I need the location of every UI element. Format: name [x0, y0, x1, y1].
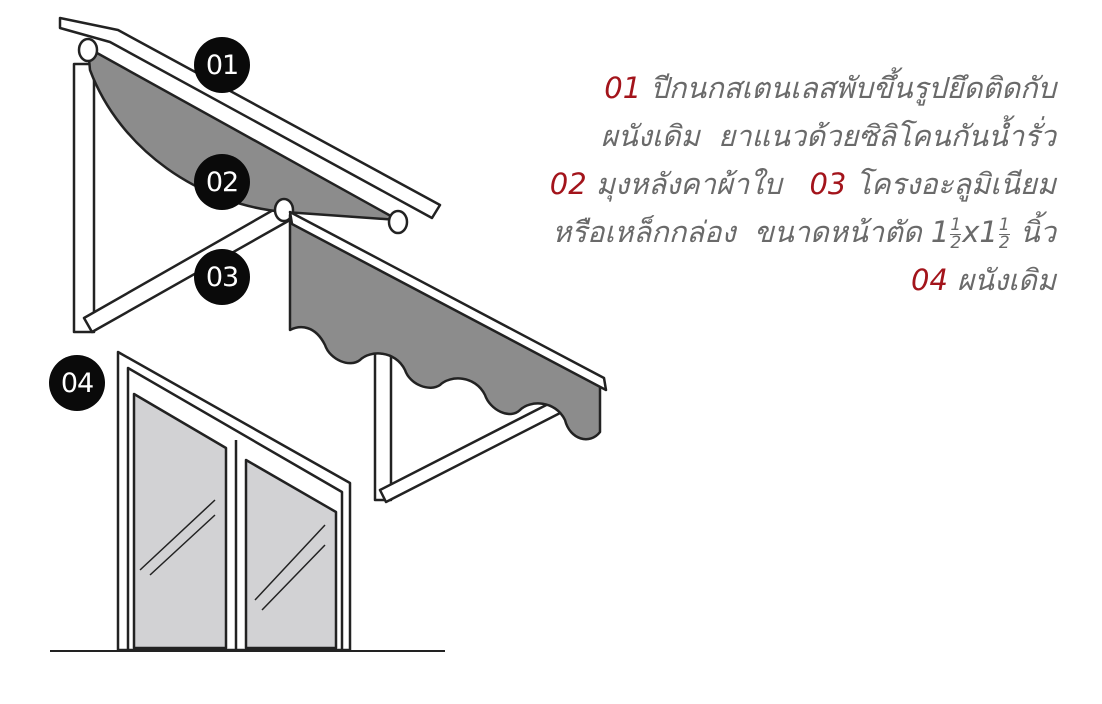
front-valance [288, 213, 602, 441]
front-bar [288, 210, 608, 392]
desc-line-5: 04 ผนังเดิม [496, 256, 1056, 304]
item-number: 04 [911, 263, 948, 297]
times: x1 [962, 215, 998, 249]
desc-line-2: ผนังเดิม ยาแนวด้วยซิลิโคนกันน้ำรั่ว [496, 112, 1056, 160]
item-text: ผนังเดิม ยาแนวด้วยซิลิโคนกันน้ำรั่ว [600, 119, 1056, 153]
desc-line-3: 02 มุงหลังคาผ้าใบ 03 โครงอะลูมิเนียม [496, 160, 1056, 208]
roller [387, 209, 409, 235]
badge-04: 04 [49, 355, 105, 411]
unit: นิ้ว [1019, 215, 1056, 249]
roof-flashing [58, 16, 442, 220]
item-text: มุงหลังคาผ้าใบ [595, 167, 782, 201]
frac-num: 1 [998, 214, 1010, 235]
roller [273, 197, 295, 223]
roller [77, 37, 99, 63]
frac-den: 2 [998, 232, 1010, 253]
desc-line-1: 01 ปีกนกสเตนเลสพับขึ้นรูปยึดติดกับ [496, 64, 1056, 112]
badge-02: 02 [194, 154, 250, 210]
item-number: 01 [604, 71, 642, 105]
item-number: 02 [549, 167, 587, 201]
badge-03: 03 [194, 249, 250, 305]
item-text: โครงอะลูมิเนียม [855, 167, 1056, 201]
item-text: ปีกนกสเตนเลสพับขึ้นรูปยึดติดกับ [650, 71, 1056, 105]
description: 01 ปีกนกสเตนเลสพับขึ้นรูปยึดติดกับ ผนังเ… [496, 64, 1056, 304]
frac-den: 2 [950, 232, 962, 253]
frac-num: 1 [950, 214, 962, 235]
badge-01: 01 [194, 37, 250, 93]
existing-wall-window [116, 350, 352, 652]
item-number: 03 [809, 167, 847, 201]
item-text: หรือเหล็กกล่อง ขนาดหน้าตัด 1 [552, 215, 950, 249]
item-text: ผนังเดิม [957, 263, 1056, 297]
